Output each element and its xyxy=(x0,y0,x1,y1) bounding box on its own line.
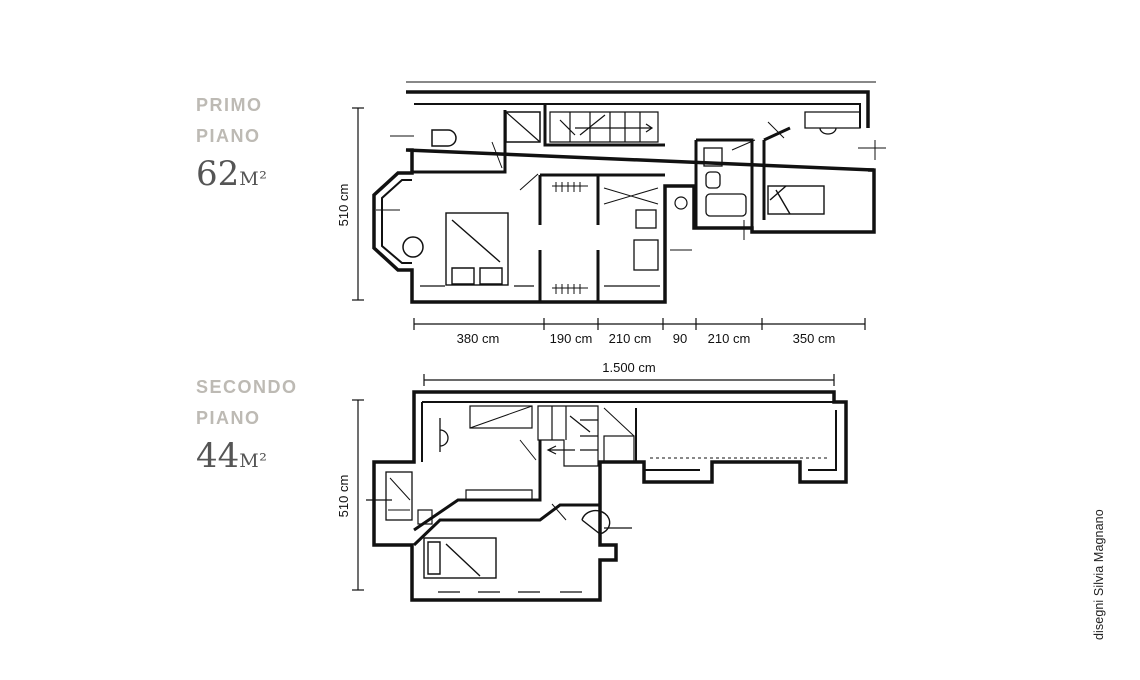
bed-double xyxy=(445,212,509,286)
stairs xyxy=(537,405,599,467)
dim-height-primo-label: 510 cm xyxy=(336,184,351,227)
vanity xyxy=(633,239,659,271)
wardrobe-hangers xyxy=(552,182,588,294)
dim-height-secondo-label: 510 cm xyxy=(336,475,351,518)
washbasin xyxy=(703,147,723,167)
dim-segment-3: 210 cm xyxy=(609,331,652,346)
desk xyxy=(439,418,449,452)
landing-diagonal xyxy=(603,407,635,437)
niche xyxy=(431,129,457,147)
wall-stairs xyxy=(543,104,665,147)
dim-total-width-label: 1.500 cm xyxy=(602,360,655,375)
closet-diagonal xyxy=(505,111,541,143)
dim-segment-5: 210 cm xyxy=(708,331,751,346)
toilet xyxy=(705,171,721,189)
chair xyxy=(581,509,611,535)
stairs xyxy=(549,111,659,143)
dim-segment-2: 190 cm xyxy=(550,331,593,346)
dim-segments xyxy=(413,318,866,330)
armchair xyxy=(402,236,424,258)
wall-diagonal xyxy=(413,440,542,532)
nightstand xyxy=(417,509,433,525)
door-swing xyxy=(491,121,785,191)
closet-diagonal xyxy=(469,405,533,429)
second-floor-plan xyxy=(366,390,848,602)
outer-walls xyxy=(372,90,876,304)
closet xyxy=(505,111,541,143)
sink xyxy=(635,209,657,229)
inner-wall-line xyxy=(414,103,861,128)
wall-diagonal-lower xyxy=(412,503,600,547)
floor-area-unit: M² xyxy=(239,168,268,190)
landing xyxy=(603,435,635,463)
wall-bedroom2 xyxy=(762,126,791,220)
floor-label-primo: PRIMO PIANO 62M² xyxy=(196,90,267,199)
bathtub xyxy=(705,193,747,217)
floor-area-number: 62 xyxy=(196,154,240,194)
dim-segment-4: 90 xyxy=(673,331,687,346)
dim-segment-1: 380 cm xyxy=(457,331,500,346)
drain xyxy=(674,196,688,210)
dim-segment-labels: 380 cm 190 cm 210 cm 90 210 cm 350 cm xyxy=(457,331,836,346)
floor-area-number: 44 xyxy=(196,436,240,476)
drawing-credit: disegni Silvia Magnano xyxy=(1092,509,1106,640)
dim-total-width xyxy=(423,374,835,386)
stairs-arrow xyxy=(575,123,654,133)
floor-label-secondo: SECONDO PIANO 44M² xyxy=(196,372,298,481)
floor-area: 62M² xyxy=(196,154,267,199)
floor-name-line1: SECONDO xyxy=(196,377,298,397)
door-swing xyxy=(519,439,567,521)
bed-single xyxy=(767,185,825,215)
outer-walls xyxy=(372,390,848,602)
dim-segment-6: 350 cm xyxy=(793,331,836,346)
stairs-arrow xyxy=(546,445,575,455)
dim-height-primo xyxy=(352,107,364,301)
closet xyxy=(469,405,533,429)
shelf xyxy=(465,489,533,501)
wall-bath xyxy=(694,138,754,228)
bed-single xyxy=(385,471,413,521)
floor-name-line2: PIANO xyxy=(196,126,261,146)
floor-name-line2: PIANO xyxy=(196,408,261,428)
wall-left-room xyxy=(412,110,507,174)
bay-window xyxy=(381,179,412,264)
window-ticks xyxy=(376,135,886,251)
floor-name-line1: PRIMO xyxy=(196,95,263,115)
first-floor-plan xyxy=(372,81,886,304)
dim-height-secondo xyxy=(352,399,364,591)
floor-area-unit: M² xyxy=(239,450,268,472)
window-ticks xyxy=(366,410,837,593)
shower-diagonal xyxy=(603,187,659,205)
inner-wall-line xyxy=(421,401,837,471)
desk xyxy=(804,111,861,135)
bed-double xyxy=(423,537,497,579)
bed-pillow xyxy=(388,477,411,511)
floor-area: 44M² xyxy=(196,436,298,481)
